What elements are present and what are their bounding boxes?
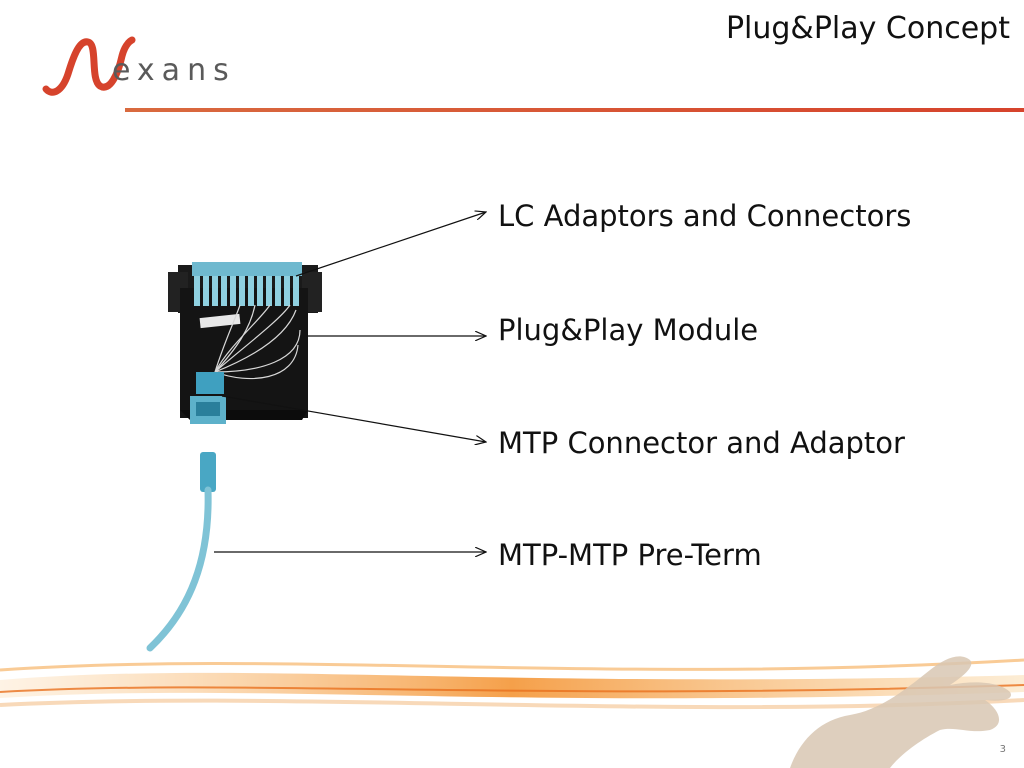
hand-swoosh-image xyxy=(790,656,1011,768)
callout-lc-adaptors: LC Adaptors and Connectors xyxy=(498,199,912,233)
nexans-logo-icon xyxy=(42,36,136,96)
page-title: Plug&Play Concept xyxy=(725,11,1010,46)
page-number: 3 xyxy=(999,744,1006,755)
logo-wordmark: exans xyxy=(112,53,236,88)
leader-mtp xyxy=(221,395,486,442)
callout-mtp-preterm: MTP-MTP Pre-Term xyxy=(498,538,762,572)
leader-lc xyxy=(295,212,486,277)
plug-and-play-module-image xyxy=(168,262,322,424)
header-rule xyxy=(125,108,1024,112)
callout-plug-play-module: Plug&Play Module xyxy=(498,313,759,347)
callout-mtp-connector: MTP Connector and Adaptor xyxy=(498,426,905,460)
footer-swoosh xyxy=(0,656,1024,768)
mtp-trunk-cable-image xyxy=(146,452,216,652)
